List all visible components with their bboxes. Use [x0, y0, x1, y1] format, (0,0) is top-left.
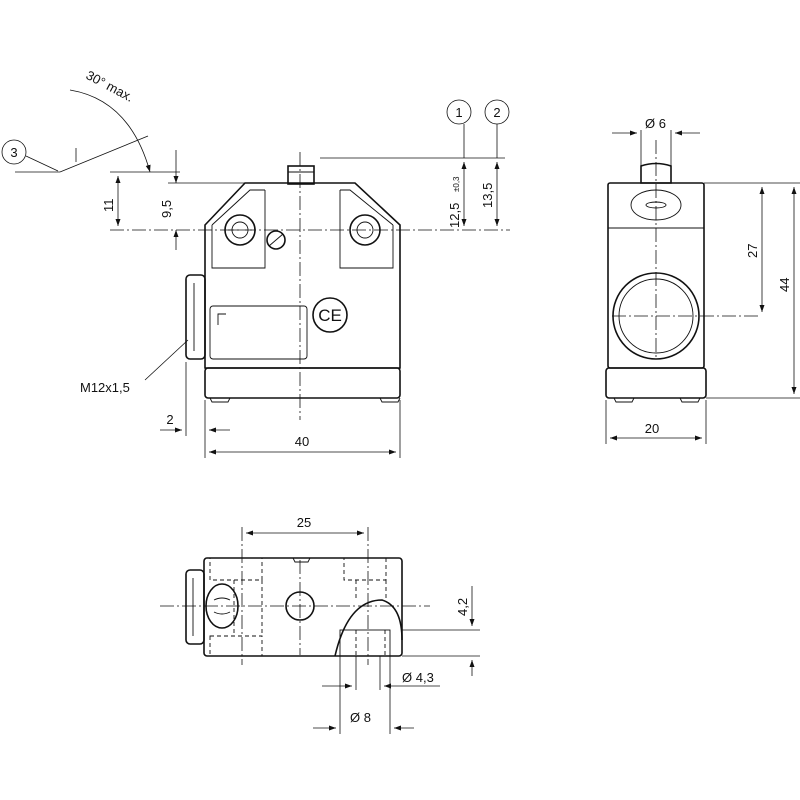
front-housing	[204, 182, 401, 369]
ce-mark-text: CE	[318, 306, 342, 325]
dim-dia-4-3: Ø 4,3	[402, 670, 434, 685]
side-base	[605, 367, 707, 399]
label-plate	[209, 305, 308, 360]
dim-9-5: 9,5	[159, 200, 174, 218]
dim-4-2: 4,2	[455, 598, 470, 616]
counterbore	[339, 629, 391, 657]
dim-11: 11	[101, 199, 116, 213]
angle-label: 30° max.	[84, 67, 136, 104]
cable-gland	[185, 274, 206, 360]
dim-dia-6: Ø 6	[645, 116, 666, 131]
bottom-view	[160, 527, 430, 665]
dim-dia-8: Ø 8	[350, 710, 371, 725]
front-dimensions: 11 9,5 12,5 ±0,3 13,5 40 2 M12x1,5	[80, 150, 505, 458]
dim-27: 27	[745, 244, 760, 258]
dim-2: 2	[166, 412, 173, 427]
svg-text:2: 2	[493, 105, 500, 120]
dim-12-5: 12,5	[447, 203, 462, 228]
svg-text:1: 1	[455, 105, 462, 120]
dim-25: 25	[297, 515, 311, 530]
bottom-housing	[203, 557, 403, 657]
thread-label: M12x1,5	[80, 380, 130, 395]
actuation-angle: 30° max.	[15, 67, 151, 173]
front-base	[204, 367, 401, 399]
screw-icon	[266, 230, 286, 250]
dim-13-5: 13,5	[480, 183, 495, 208]
callout-3: 3	[1, 139, 59, 172]
dim-tolerance: ±0,3	[452, 176, 461, 192]
side-plunger	[640, 162, 672, 184]
callout-2: 2	[484, 99, 510, 158]
plunger	[287, 165, 315, 185]
dim-20: 20	[645, 421, 659, 436]
bottom-dimensions: 25 4,2 Ø 4,3 Ø 8	[246, 515, 480, 734]
dim-40: 40	[295, 434, 309, 449]
callout-1: 1	[446, 99, 472, 158]
side-view	[605, 140, 760, 403]
ce-mark-icon	[312, 297, 348, 333]
front-view: CE	[110, 152, 510, 420]
bottom-gland	[185, 569, 205, 645]
side-dimensions: Ø 6 27 44 20	[605, 116, 800, 444]
dim-44: 44	[777, 278, 792, 292]
svg-text:3: 3	[10, 145, 17, 160]
